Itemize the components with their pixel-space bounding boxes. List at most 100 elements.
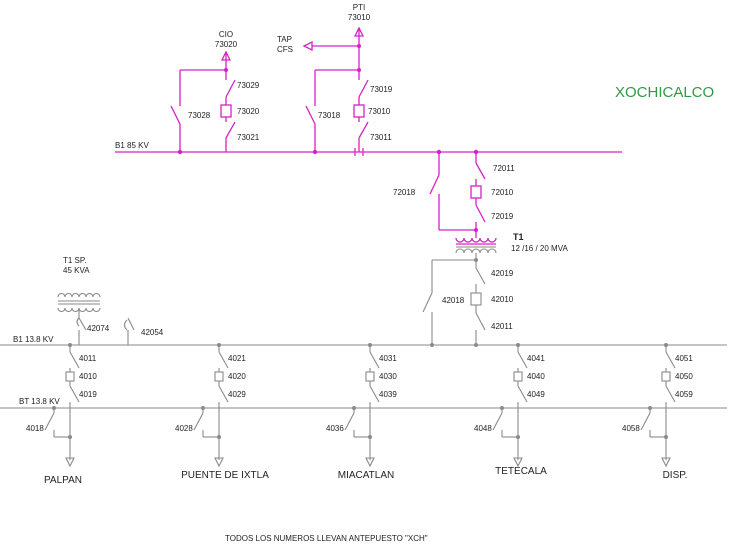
feeder-name: MIACATLAN — [338, 470, 395, 481]
t1-rating: 12 /16 / 20 MVA — [511, 244, 568, 253]
transformer-t1: T1 12 /16 / 20 MVA — [455, 232, 568, 254]
service-transformer-winding-icon — [57, 292, 101, 298]
service-transformer-winding-icon — [57, 307, 101, 313]
switch-bottom-blade — [475, 204, 486, 223]
fuse-icon — [76, 317, 80, 327]
aux-switch-blade — [127, 317, 135, 331]
bypass-switch-blade — [44, 412, 55, 431]
breaker-box — [220, 104, 232, 118]
pti-line-number: 73010 — [348, 13, 371, 22]
switch-top-blade — [475, 162, 486, 180]
feeder-arrow-icon — [513, 457, 523, 468]
t1-hv-bypass-label: 72018 — [393, 188, 416, 197]
t1-lv-bottom-label: 42011 — [491, 322, 513, 331]
service-transformer-rating: 45 KVA — [63, 266, 90, 275]
switch-bottom-blade — [665, 385, 676, 403]
feeder-bypass-label: 4048 — [474, 424, 492, 433]
feeder-name: DISP. — [663, 470, 688, 481]
feeder-bottom-label: 4019 — [79, 390, 97, 399]
feeder-top-label: 4031 — [379, 354, 397, 363]
switch-top-blade — [69, 351, 80, 369]
bay-cio: 73028 73029 73020 73021 CIO 73020 — [170, 30, 260, 155]
feeder-bottom-label: 4029 — [228, 390, 246, 399]
feeder-arrow-icon — [214, 457, 224, 468]
line-arrow-icon — [220, 50, 232, 61]
switch-bottom-blade — [369, 385, 380, 403]
feeder-breaker-label: 4030 — [379, 372, 397, 381]
service-transformer-name: T1 SP. — [63, 256, 86, 265]
feeder-name: PALPAN — [44, 475, 82, 486]
switch-bottom-blade — [475, 312, 486, 331]
t1-hv-top-label: 72011 — [493, 164, 515, 173]
service-switch-label: 42074 — [87, 324, 110, 333]
feeder-bypass-label: 4028 — [175, 424, 193, 433]
switch-top-blade — [358, 79, 369, 98]
bay-t1-hv: 72018 72011 72010 72019 — [393, 149, 515, 238]
breaker-box — [65, 371, 75, 382]
bypass-switch-blade — [170, 105, 181, 125]
cio-bottom-label: 73021 — [237, 133, 260, 142]
junction-node — [474, 228, 478, 232]
feeder-bottom-label: 4059 — [675, 390, 693, 399]
service-transformer: T1 SP. 45 KVA 42074 42054 — [57, 256, 164, 345]
switch-top-blade — [517, 351, 528, 369]
feeder-breaker-label: 4020 — [228, 372, 246, 381]
bypass-switch-blade — [305, 105, 316, 125]
cio-line-name: CIO — [219, 30, 233, 39]
bypass-switch-blade — [422, 292, 433, 313]
cio-bypass-label: 73028 — [188, 111, 211, 120]
feeder-arrow-icon — [65, 457, 75, 468]
t1-lv-breaker-label: 42010 — [491, 295, 514, 304]
transformer-secondary-winding-icon — [455, 248, 497, 254]
t1-lv-top-label: 42019 — [491, 269, 514, 278]
t1-hv-breaker-label: 72010 — [491, 188, 514, 197]
switch-top-blade — [665, 351, 676, 369]
bus-b1-13-8kv-label: B1 13.8 KV — [13, 335, 54, 344]
line-node — [224, 68, 228, 72]
breaker-box — [513, 371, 523, 382]
feeder-breaker-label: 4040 — [527, 372, 545, 381]
feeder-arrow-icon — [661, 457, 671, 468]
bus-bt-13-8kv-label: BT 13.8 KV — [19, 397, 60, 406]
bypass-switch-blade — [193, 412, 204, 431]
switch-bottom-blade — [69, 385, 80, 403]
feeder-name: TETECALA — [495, 466, 547, 477]
tap-line-name: TAP — [277, 35, 292, 44]
aux-fuse-icon — [123, 319, 128, 331]
tap-line-name-2: CFS — [277, 45, 293, 54]
switch-top-blade — [225, 79, 236, 98]
switch-top-blade — [475, 267, 486, 285]
switch-blade — [78, 317, 87, 331]
feeder-name: PUENTE DE IXTLA — [181, 470, 269, 481]
breaker-box — [353, 104, 365, 118]
bypass-switch-blade — [344, 412, 355, 431]
t1-name: T1 — [513, 232, 524, 242]
feeder-bypass-label: 4058 — [622, 424, 640, 433]
aux-switch-label: 42054 — [141, 328, 164, 337]
feeders: 4011401040194018PALPAN4021402040294028PU… — [26, 343, 693, 486]
breaker-box — [214, 371, 224, 382]
feeder-breaker-label: 4050 — [675, 372, 693, 381]
pti-top-label: 73019 — [370, 85, 393, 94]
switch-top-blade — [369, 351, 380, 369]
cio-line-number: 73020 — [215, 40, 238, 49]
feeder-top-label: 4011 — [79, 354, 97, 363]
bypass-switch-blade — [492, 412, 503, 431]
t1-hv-bottom-label: 72019 — [491, 212, 514, 221]
bay-pti: 73018 73019 73010 73011 PTI 73010 TAP CF… — [277, 3, 393, 156]
feeder-bottom-label: 4049 — [527, 390, 545, 399]
line-arrow-icon — [353, 26, 365, 37]
feeder-bypass-label: 4018 — [26, 424, 44, 433]
footnote: TODOS LOS NUMEROS LLEVAN ANTEPUESTO "XCH… — [225, 534, 428, 543]
bay-t1-lv: 42018 42019 42010 42011 — [422, 253, 514, 347]
breaker-box — [661, 371, 671, 382]
feeder-top-label: 4041 — [527, 354, 545, 363]
breaker-box — [365, 371, 375, 382]
switch-top-blade — [218, 351, 229, 369]
feeder-top-label: 4051 — [675, 354, 693, 363]
line-node — [357, 68, 361, 72]
breaker-box — [470, 292, 482, 306]
